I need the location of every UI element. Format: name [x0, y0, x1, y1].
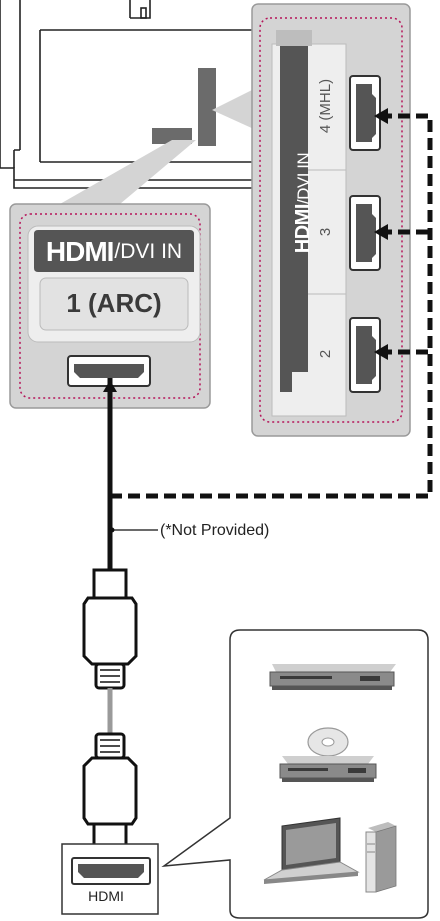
side-socket-4	[349, 75, 381, 151]
upper-plug-ribs	[100, 669, 120, 683]
side-panel-brand: HDMI	[292, 204, 314, 254]
tv-port-label: HDMI/DVI IN	[28, 232, 200, 272]
tv-port-number: 1 (ARC)	[66, 287, 162, 318]
side-panel-dark-header	[280, 44, 308, 392]
desktop-tower-icon	[365, 822, 397, 893]
dashed-arrowheads	[374, 108, 388, 360]
cable-note: (*Not Provided)	[160, 522, 270, 539]
side-socket-3	[349, 195, 381, 271]
tv-side-port-block	[198, 68, 216, 146]
side-callout-wedge	[212, 88, 256, 130]
tv-port-brand: HDMI	[45, 236, 115, 267]
side-panel-label: HDMI/DVI IN	[290, 128, 316, 278]
bottom-callout-wedge	[60, 140, 196, 204]
note-leader-dot	[109, 527, 115, 533]
port-label-3: 3	[317, 227, 334, 237]
port-label-4: 4 (MHL)	[317, 78, 334, 134]
port-label-2: 2	[317, 349, 334, 359]
laptop-icon	[263, 817, 360, 884]
side-socket-2	[349, 317, 381, 393]
side-panel-suffix: /DVI IN	[294, 152, 313, 205]
device-port-label: HDMI	[88, 888, 124, 904]
cable-arrow-up	[103, 380, 117, 392]
port-label-inner	[39, 277, 189, 331]
dvd-player-icon	[269, 664, 396, 690]
device-hdmi-socket	[71, 857, 151, 885]
dashed-connections	[110, 113, 433, 499]
disc-player-icon	[279, 727, 377, 782]
side-panel-top-tab	[276, 30, 312, 46]
port-label-dark-header	[34, 230, 194, 272]
lower-plug-ribs	[100, 739, 120, 753]
side-panel-dotted-outline	[259, 17, 403, 423]
tv-back-outline	[0, 0, 255, 189]
lower-plug	[82, 732, 138, 862]
tv-port-suffix: /DVI IN	[114, 240, 183, 263]
port-dividers	[308, 169, 346, 295]
